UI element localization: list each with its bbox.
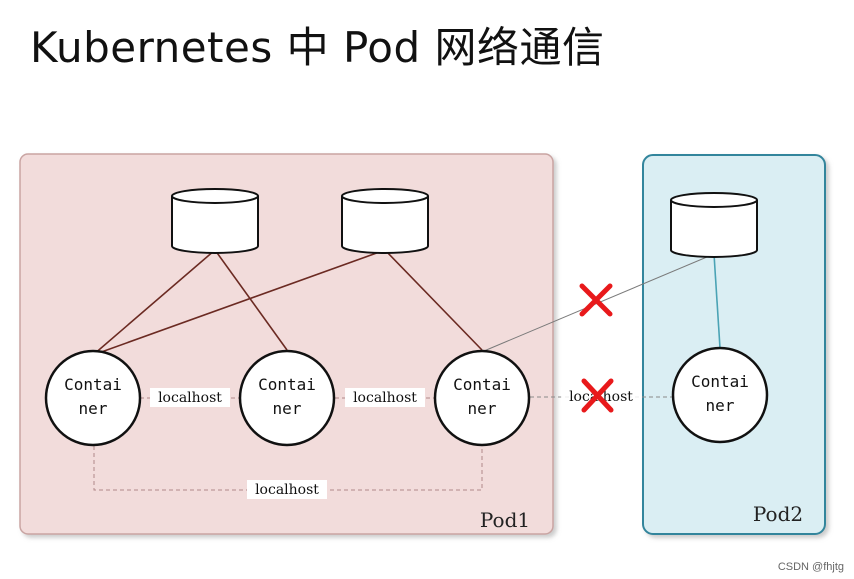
container-pod2: Contai ner (671, 346, 769, 444)
localhost-label-c2-c3: localhost (345, 388, 425, 407)
container-1-label-line1: Contai (64, 375, 122, 394)
volume-1 (171, 188, 259, 254)
container-2: Contai ner (238, 349, 336, 447)
pod1-box (19, 153, 554, 535)
container-3: Contai ner (433, 349, 531, 447)
container-3-label-line1: Contai (453, 375, 511, 394)
blocked-x-icon-volume (579, 283, 613, 317)
localhost-text-c1-c3: localhost (255, 482, 319, 498)
page-title: Kubernetes 中 Pod 网络通信 (30, 23, 605, 72)
pod1-label: Pod1 (480, 508, 530, 532)
container-3-label-line2: ner (468, 399, 497, 418)
container-1: Contai ner (44, 349, 142, 447)
container-2-label-line1: Contai (258, 375, 316, 394)
container-pod2-label-line2: ner (706, 396, 735, 415)
localhost-text-c2-c3: localhost (353, 390, 417, 406)
localhost-label-c1-c3: localhost (247, 480, 327, 499)
container-2-label-line2: ner (273, 399, 302, 418)
container-pod2-label-line1: Contai (691, 372, 749, 391)
pod2-label: Pod2 (753, 502, 803, 526)
blocked-x-icon-localhost (581, 378, 614, 413)
volume-2 (341, 188, 429, 254)
localhost-text-c1-c2: localhost (158, 390, 222, 406)
localhost-label-c1-c2: localhost (150, 388, 230, 407)
volume-links (92, 249, 721, 356)
volume-pod2 (670, 192, 758, 258)
watermark: CSDN @fhjtg (777, 561, 844, 573)
container-1-label-line2: ner (79, 399, 108, 418)
